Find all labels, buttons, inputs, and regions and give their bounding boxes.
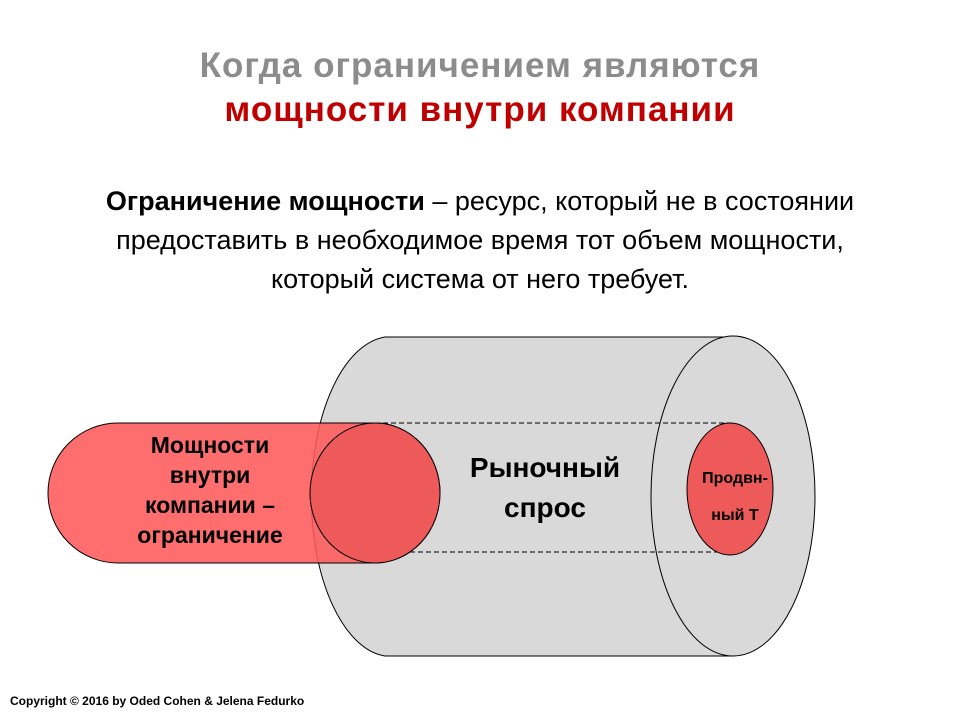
market-demand-label-line: Рыночный [469, 452, 621, 483]
capacity-cylinder-end [309, 422, 441, 564]
product-label: Продвн- ный Т [680, 460, 790, 534]
definition-term: Ограничение мощности [105, 186, 425, 216]
capacity-label-line: Мощности [150, 432, 270, 458]
definition-text-2: который система от него требует. [270, 264, 689, 294]
market-demand-label-line: спрос [504, 492, 586, 523]
capacity-label-line: ограничение [137, 522, 283, 548]
product-ellipse [686, 422, 774, 556]
copyright: Copyright © 2016 by Oded Cohen & Jelena … [10, 694, 305, 708]
product-label-line: Продвн- [702, 470, 768, 487]
definition-text-1: – ресурс, который не в состоянии предост… [116, 186, 855, 255]
capacity-label: Мощности внутри компании – ограничение [110, 430, 310, 550]
definition: Ограничение мощности – ресурс, который н… [20, 182, 940, 299]
product-label-line: ный Т [711, 507, 759, 524]
title-line-2: мощности внутри компании [224, 90, 736, 129]
market-demand-label: Рыночный спрос [445, 448, 645, 528]
capacity-label-line: внутри [169, 462, 251, 488]
title-line-1: Когда ограничением являются [199, 46, 761, 85]
capacity-label-line: компании – [144, 492, 275, 518]
